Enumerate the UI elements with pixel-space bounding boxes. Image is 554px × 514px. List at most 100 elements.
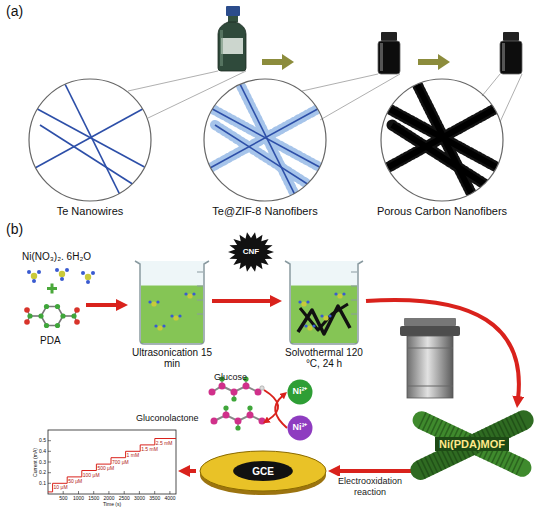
- amperometric-chart: [78, 491, 79, 494]
- zoom-lines: [128, 71, 522, 122]
- axis-title: Time (s): [103, 502, 121, 507]
- amperometric-chart: [48, 440, 51, 441]
- glucose-molecule: [231, 389, 238, 396]
- amperometric-chart: [63, 491, 64, 494]
- tick-label: 2000: [103, 496, 114, 501]
- beaker-outline: [328, 314, 331, 317]
- zoom-lines: [482, 74, 500, 96]
- beaker-outline: [298, 300, 301, 303]
- electrode-label: GCE: [252, 466, 274, 477]
- amperometric-chart: [48, 462, 51, 463]
- mof-fibers-outline: [420, 420, 523, 470]
- nickel-nitrate-molecules: [31, 273, 37, 279]
- amperometric-chart: [93, 491, 94, 494]
- beaker-outline: [170, 314, 173, 317]
- reagent-bottle: [220, 30, 223, 66]
- zoom-lines: [500, 74, 522, 122]
- concentration-label: 700 μM: [112, 460, 129, 465]
- tick-label: 0.2: [39, 470, 46, 475]
- reagent-bottle: [226, 6, 240, 16]
- beaker-outline: [132, 258, 212, 344]
- process-arrow: [366, 300, 519, 398]
- beaker-outline: [197, 314, 203, 315]
- reagent-bottle: [218, 22, 246, 71]
- sample-vial: [378, 41, 400, 74]
- pda-molecule: [24, 307, 30, 313]
- process-arrow: [262, 54, 450, 70]
- edge-label: Electrooxidation reaction: [330, 476, 410, 498]
- beaker-outline: [148, 300, 151, 303]
- te-nanowires: [62, 78, 125, 205]
- plus-sign: [51, 284, 54, 294]
- tick-label: 500: [59, 496, 67, 501]
- beaker-outline: [184, 292, 187, 295]
- ion-label: Ni³⁺: [293, 423, 308, 433]
- concentration-label: 1 mM: [127, 453, 140, 458]
- beaker-outline: [300, 304, 348, 330]
- autoclave: [400, 318, 460, 398]
- ion-ball-outline: [288, 416, 313, 441]
- pda-molecule: [55, 304, 60, 309]
- zif8-coated-nanowires: [205, 78, 325, 205]
- pda-molecule: [38, 313, 43, 318]
- amperometric-chart: [48, 430, 176, 494]
- process-arrow: [262, 54, 294, 70]
- beaker-outline: [351, 286, 357, 287]
- tick-label: 1000: [73, 496, 84, 501]
- tick-label: 0.4: [39, 449, 46, 454]
- process-arrow: [338, 469, 412, 473]
- amperometric-chart: [124, 491, 125, 494]
- concentration-label: 50 μM: [68, 479, 82, 484]
- beaker: Solvothermal 120 °C, 24 h: [282, 258, 366, 344]
- autoclave: [407, 348, 453, 349]
- beaker-outline: [151, 301, 156, 306]
- beaker-outline: [351, 272, 357, 273]
- beaker-outline: [291, 286, 357, 343]
- autoclave: [400, 326, 460, 336]
- amperometric-chart: [48, 430, 176, 494]
- pda-molecule: [41, 307, 63, 326]
- beaker-outline: [323, 315, 328, 320]
- tick-label: 3000: [134, 496, 145, 501]
- reagent-label: PDA: [40, 336, 61, 346]
- zif8-coated-nanowires: [205, 105, 325, 170]
- amperometric-chart: [48, 441, 170, 494]
- beaker-outline: [197, 272, 203, 273]
- gluconolactone-molecule: [223, 412, 230, 419]
- tick-label: 2500: [119, 496, 130, 501]
- beaker-outline: [282, 258, 366, 344]
- zoom-circle: Te Nanowires: [28, 78, 152, 202]
- beaker-outline: [312, 324, 315, 327]
- nickel-nitrate-molecules: [55, 268, 59, 272]
- amperometric-chart: [48, 451, 51, 452]
- te-nanowires: [40, 125, 145, 192]
- pda-molecule: [44, 323, 49, 328]
- stage-caption: Te Nanowires: [0, 205, 200, 217]
- electrode: GCE: [198, 446, 328, 496]
- autoclave: [407, 386, 453, 387]
- concentration-label: 2.5 mM: [156, 441, 173, 446]
- gluconolactone-molecule: [259, 418, 266, 425]
- beaker-outline: [141, 286, 203, 343]
- pda-molecule: [24, 319, 30, 325]
- zoom-circle-outline: [28, 78, 152, 202]
- gluconolactone-molecule: [223, 405, 228, 410]
- beaker-outline: [197, 286, 203, 287]
- porous-carbon-fibers: [382, 78, 502, 205]
- nickel-nitrate-molecules: [85, 274, 91, 280]
- nickel-nitrate-molecules: [32, 279, 36, 283]
- beaker-outline: [192, 292, 195, 295]
- process-arrow: [418, 54, 450, 70]
- pda-molecule: [27, 313, 32, 318]
- ion-ball-outline: [288, 380, 313, 405]
- te-nanowires: [30, 105, 150, 170]
- process-arrow: [275, 396, 287, 428]
- tick-label: 4000: [164, 496, 175, 501]
- ion-ball: Ni²⁺: [287, 379, 313, 405]
- process-arrow: [86, 303, 118, 307]
- beaker-outline: [304, 324, 307, 327]
- beaker: Ultrasonication 15 min: [132, 258, 212, 344]
- zif8-coated-nanowires: [205, 78, 325, 205]
- process-arrow: [188, 469, 196, 473]
- amperometric-chart: [154, 491, 155, 494]
